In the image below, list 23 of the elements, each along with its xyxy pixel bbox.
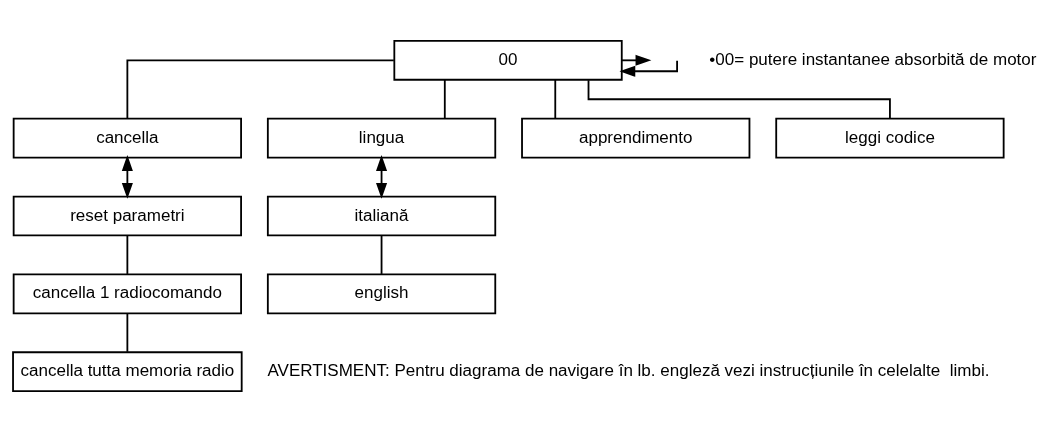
- connector: [126, 312, 129, 353]
- node-box: cancella: [12, 117, 242, 159]
- connector: [443, 78, 446, 119]
- node-box: apprendimento: [521, 117, 751, 159]
- connector: [126, 234, 129, 275]
- node-box: italiană: [266, 195, 497, 236]
- connector: [554, 78, 557, 119]
- node-box: 00: [393, 39, 623, 81]
- label: AVERTISMENT: Pentru diagrama de navigare în lb. engleză vezi instrucțiunile în celelalte limbi.: [267, 360, 990, 380]
- node-box: cancella tutta memoria radio: [12, 350, 243, 392]
- arrow: [121, 154, 133, 199]
- node-box: cancella 1 radiocomando: [12, 272, 242, 314]
- node-box: reset parametri: [12, 195, 242, 236]
- connector: [380, 234, 383, 275]
- arrow: [621, 54, 652, 66]
- label: •00= putere instantanee absorbită de motor: [709, 49, 1037, 69]
- arrow: [619, 59, 678, 77]
- node-box: leggi codice: [775, 117, 1005, 159]
- node-box: lingua: [266, 117, 497, 159]
- connector: [587, 78, 891, 119]
- node-box: english: [266, 272, 497, 314]
- connector: [126, 58, 395, 119]
- arrow: [376, 154, 388, 199]
